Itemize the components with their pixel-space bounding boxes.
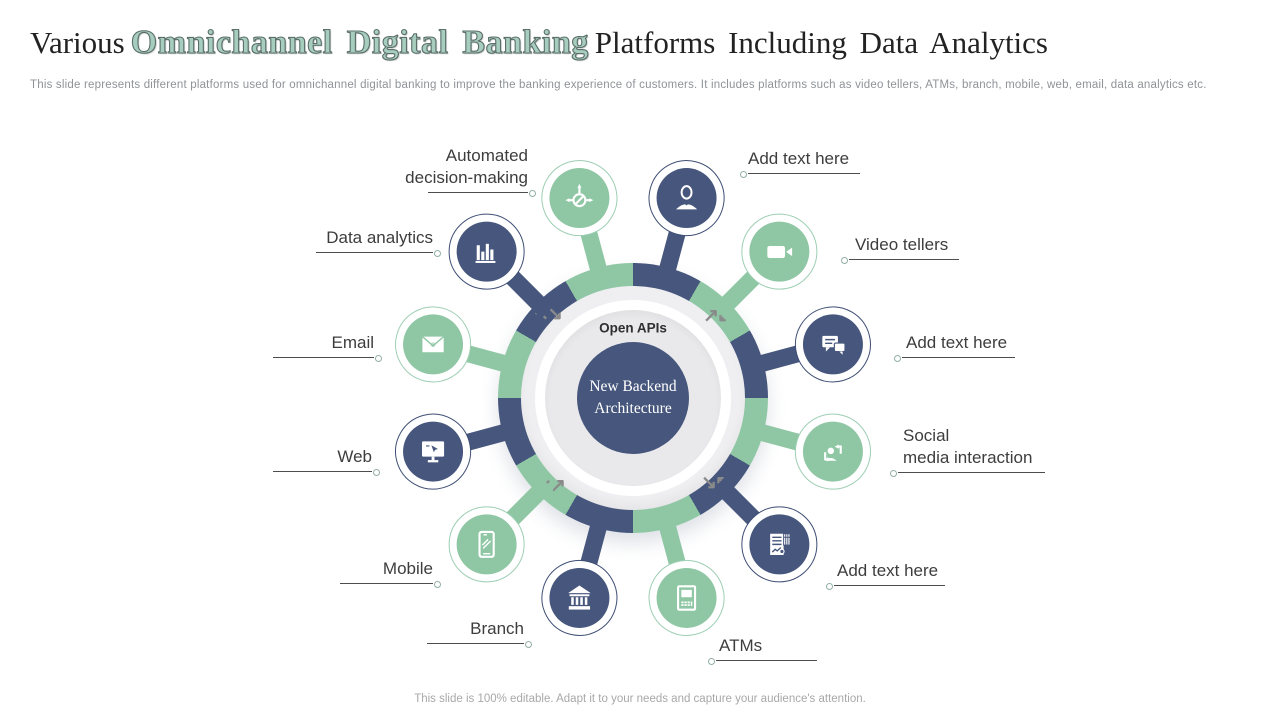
label-add-text-top[interactable]: Add text here — [740, 148, 860, 192]
editable-note: This slide is 100% editable. Adapt it to… — [414, 693, 866, 705]
title-part1: Various — [30, 25, 125, 60]
social-media-interaction-button[interactable] — [786, 405, 880, 499]
title-part2: Platforms Including Data Analytics — [594, 25, 1048, 60]
label-branch[interactable]: Branch — [427, 618, 532, 662]
callout-line — [427, 640, 532, 648]
automation-target-icon — [549, 168, 610, 229]
callout-line — [890, 469, 1045, 477]
callout-line — [708, 657, 817, 665]
label-web[interactable]: Web — [273, 446, 380, 490]
callout-line — [316, 249, 441, 257]
label-add-text-bottom-right[interactable]: Add text here — [826, 560, 945, 604]
callout-text: Video tellers — [855, 235, 949, 254]
label-add-text-right[interactable]: Add text here — [894, 332, 1015, 376]
video-camera-icon — [749, 221, 810, 282]
add-text-right-button[interactable] — [786, 297, 880, 391]
label-mobile[interactable]: Mobile — [340, 558, 441, 602]
label-email[interactable]: Email — [273, 332, 382, 376]
label-data-analytics[interactable]: Data analytics — [316, 227, 441, 271]
callout-text: Automated decision-making — [405, 146, 528, 187]
label-automated-decision-making[interactable]: Automated decision-making — [385, 145, 536, 211]
callout-text: Add text here — [837, 561, 939, 580]
video-tellers-button[interactable] — [725, 197, 834, 306]
mobile-phone-icon — [456, 514, 517, 575]
automated-decision-making-button[interactable] — [532, 151, 626, 245]
data-analytics-button[interactable] — [432, 197, 541, 306]
callout-text: Web — [337, 447, 372, 466]
callout-line — [826, 582, 945, 590]
callout-text: Social media interaction — [903, 426, 1033, 467]
callout-line — [740, 170, 860, 178]
center-label: New Backend Architecture — [589, 378, 677, 417]
email-button[interactable] — [386, 297, 480, 391]
label-social-media-interaction[interactable]: Social media interaction — [890, 425, 1045, 491]
callout-text: Mobile — [382, 559, 433, 578]
report-document-icon — [749, 514, 810, 575]
social-share-icon — [802, 421, 863, 482]
callout-text: Email — [331, 333, 374, 352]
open-apis-label: Open APIs — [599, 320, 667, 336]
mobile-button[interactable] — [432, 490, 541, 599]
atm-machine-icon — [656, 567, 717, 628]
label-atms[interactable]: ATMs — [708, 635, 817, 679]
center-circle[interactable]: New Backend Architecture — [577, 342, 689, 454]
callout-text: Add text here — [748, 149, 850, 168]
title-highlight: Omnichannel Digital Banking — [130, 23, 589, 61]
callout-text: Branch — [470, 619, 524, 638]
branch-button[interactable] — [532, 551, 626, 645]
bar-chart-icon — [456, 221, 517, 282]
callout-text: Add text here — [906, 333, 1008, 352]
label-video-tellers[interactable]: Video tellers — [841, 234, 959, 278]
callout-line — [273, 468, 380, 476]
person-icon — [656, 168, 717, 229]
email-envelope-icon — [403, 314, 464, 375]
chat-bubbles-icon — [802, 314, 863, 375]
callout-line — [841, 256, 959, 264]
callout-line — [894, 354, 1015, 362]
callout-line — [428, 189, 536, 197]
callout-line — [273, 354, 382, 362]
web-monitor-icon — [403, 421, 464, 482]
add-text-top-button[interactable] — [640, 151, 734, 245]
callout-line — [340, 580, 441, 588]
callout-text: Data analytics — [326, 228, 433, 247]
callout-text: ATMs — [719, 636, 763, 655]
slide-description: This slide represents different platform… — [30, 79, 1207, 91]
add-text-bottom-right-button[interactable] — [725, 490, 834, 599]
bank-building-icon — [549, 567, 610, 628]
web-button[interactable] — [386, 405, 480, 499]
atms-button[interactable] — [640, 551, 734, 645]
